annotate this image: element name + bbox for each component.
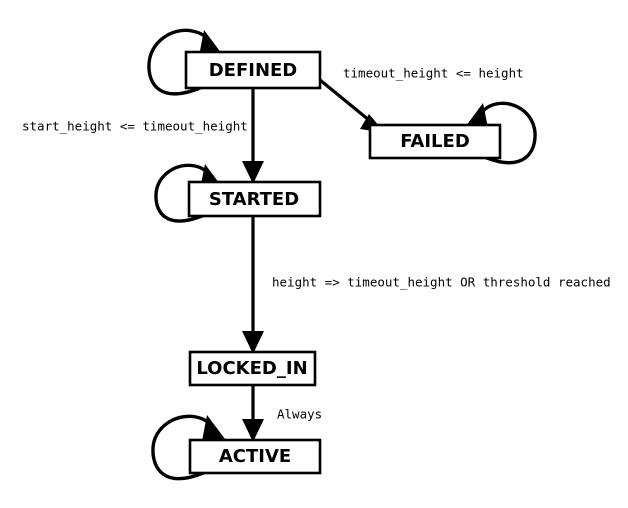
state-node-active[interactable]: ACTIVE [188,438,322,475]
edge-defined-to-started-arrowhead [242,161,264,184]
state-box-started[interactable] [187,180,322,218]
state-box-locked-in[interactable] [188,350,317,387]
self-loop-failed-arrowhead [466,103,488,128]
self-loop-failed [466,101,537,165]
edge-label-always: Always [277,407,322,422]
state-node-defined[interactable]: DEFINED [184,50,322,90]
state-node-started[interactable]: STARTED [187,180,322,218]
self-loop-defined [147,28,222,96]
state-label-locked-in: LOCKED_IN [196,358,307,379]
self-loop-failed-path [478,101,537,165]
self-loop-active-arrowhead [202,415,225,441]
edge-label-height-timeout-or-threshold: height => timeout_height OR threshold re… [272,275,611,290]
state-box-failed[interactable] [368,123,502,160]
state-label-failed: FAILED [400,131,470,152]
state-label-defined: DEFINED [209,60,298,81]
state-box-defined[interactable] [184,50,322,90]
self-loop-defined-arrowhead [199,30,222,56]
edge-label-start-height-timeout-height: start_height <= timeout_height [22,119,248,134]
edge-defined-to-started [242,88,264,184]
edge-lockedin-to-active [242,385,264,442]
self-loop-active [151,414,225,481]
state-box-active[interactable] [188,438,322,475]
state-node-locked-in[interactable]: LOCKED_IN [188,350,317,387]
edge-started-to-lockedin-arrowhead [242,331,264,354]
edge-lockedin-to-active-arrowhead [242,419,264,442]
state-label-active: ACTIVE [219,446,291,467]
state-label-started: STARTED [209,189,299,210]
state-node-failed[interactable]: FAILED [368,123,502,160]
edge-defined-to-failed-line [318,78,377,127]
edge-label-timeout-height-height: timeout_height <= height [343,66,524,81]
edge-started-to-lockedin [242,216,264,354]
